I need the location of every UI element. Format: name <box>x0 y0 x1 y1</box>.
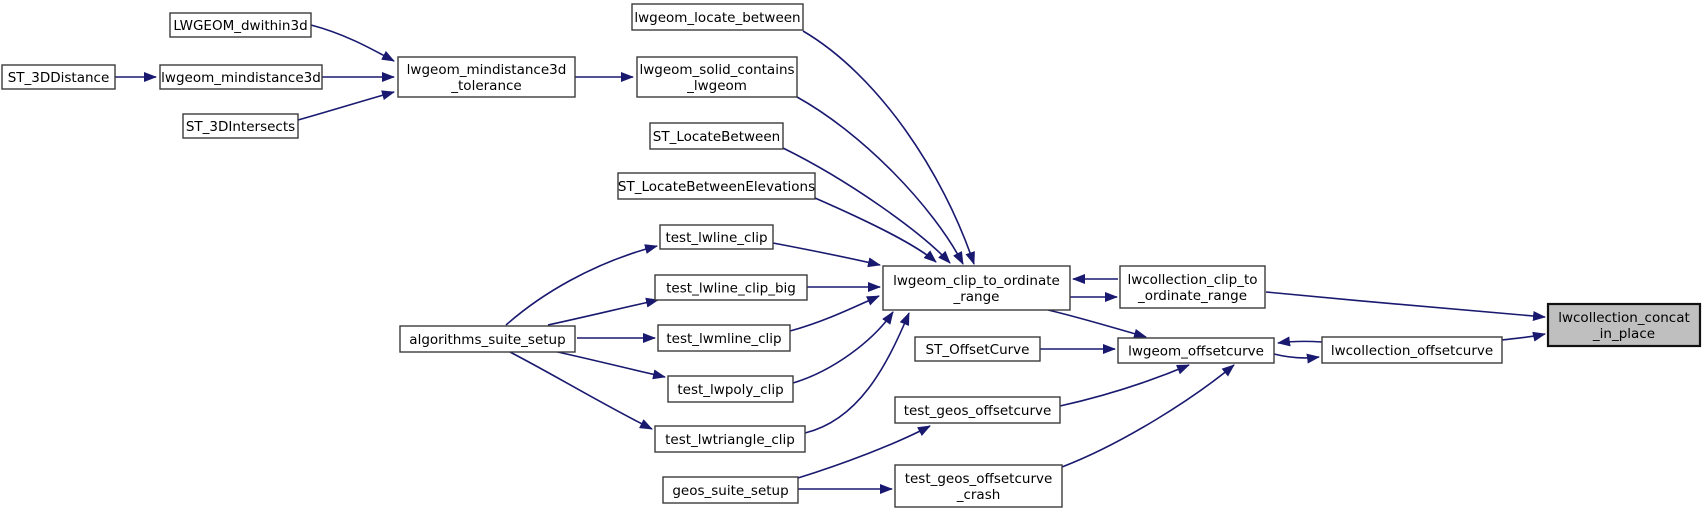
node-box-geos_suite_setup[interactable] <box>662 476 799 504</box>
edge-test_lwpoly_clip--lwgeom_clip_to_ordinate_range <box>792 311 894 384</box>
node-label-lwgeom_mindistance3d_tolerance: lwgeom_mindistance3d_tolerance <box>407 62 567 94</box>
node-label-test_geos_offsetcurve: test_geos_offsetcurve <box>904 403 1052 419</box>
edge-lwgeom_clip_to_ordinate_range--lwgeom_offsetcurve <box>1047 309 1147 339</box>
edge-lwgeom_solid_contains_lwgeom--lwgeom_clip_to_ordinate_range <box>796 96 964 265</box>
node-label-lwcollection_concat_in_place: lwcollection_concat_in_place <box>1558 310 1690 342</box>
edge-algorithms_suite_setup--test_lwline_clip_big <box>547 297 659 326</box>
node-label-ST_3DIntersects: ST_3DIntersects <box>186 119 295 135</box>
node-lwcollection_clip_to_ordinate_range[interactable]: lwcollection_clip_to_ordinate_range <box>1119 265 1266 309</box>
node-label-geos_suite_setup: geos_suite_setup <box>672 483 788 499</box>
node-lwgeom_mindistance3d[interactable]: lwgeom_mindistance3d <box>159 64 323 90</box>
node-ST_LocateBetweenElevations[interactable]: ST_LocateBetweenElevations <box>617 172 816 200</box>
node-LWGEOM_dwithin3d[interactable]: LWGEOM_dwithin3d <box>169 12 312 38</box>
node-box-ST_3DIntersects[interactable] <box>182 113 299 139</box>
edge-test_lwtriangle_clip--lwgeom_clip_to_ordinate_range <box>804 312 910 434</box>
node-geos_suite_setup[interactable]: geos_suite_setup <box>662 476 799 504</box>
node-lwgeom_solid_contains_lwgeom[interactable]: lwgeom_solid_contains_lwgeom <box>636 56 798 98</box>
node-box-test_lwtriangle_clip[interactable] <box>654 425 806 453</box>
node-test_geos_offsetcurve_crash[interactable]: test_geos_offsetcurve_crash <box>894 464 1063 508</box>
node-label-lwcollection_offsetcurve: lwcollection_offsetcurve <box>1331 343 1493 359</box>
node-label-ST_3DDistance: ST_3DDistance <box>8 70 110 86</box>
node-test_lwtriangle_clip[interactable]: test_lwtriangle_clip <box>654 425 806 453</box>
edge-lwgeom_locate_between--lwgeom_clip_to_ordinate_range <box>802 30 975 265</box>
edge-test_geos_offsetcurve--lwgeom_offsetcurve <box>1059 364 1190 407</box>
edge-algorithms_suite_setup--test_lwtriangle_clip <box>509 351 653 430</box>
edge-ST_3DIntersects--lwgeom_mindistance3d_tolerance <box>297 90 395 121</box>
node-lwgeom_offsetcurve[interactable]: lwgeom_offsetcurve <box>1117 337 1275 364</box>
node-box-lwgeom_solid_contains_lwgeom[interactable] <box>636 56 798 98</box>
node-box-test_lwline_clip_big[interactable] <box>654 274 808 301</box>
node-box-test_lwpoly_clip[interactable] <box>667 375 794 403</box>
edge-test_lwline_clip--lwgeom_clip_to_ordinate_range <box>772 242 881 268</box>
node-ST_3DDistance[interactable]: ST_3DDistance <box>1 64 116 90</box>
node-ST_LocateBetween[interactable]: ST_LocateBetween <box>649 122 784 150</box>
node-box-lwgeom_locate_between[interactable] <box>631 3 804 31</box>
edges-layer <box>115 24 1546 494</box>
node-test_lwmline_clip[interactable]: test_lwmline_clip <box>657 324 791 352</box>
node-box-algorithms_suite_setup[interactable] <box>399 325 576 353</box>
node-label-ST_OffsetCurve: ST_OffsetCurve <box>926 342 1030 358</box>
edge-lwcollection_offsetcurve--lwcollection_concat_in_place <box>1501 331 1546 342</box>
edge-lwcollection_offsetcurve--lwgeom_offsetcurve <box>1277 336 1323 347</box>
node-label-test_lwtriangle_clip: test_lwtriangle_clip <box>665 432 795 448</box>
node-box-test_geos_offsetcurve[interactable] <box>894 396 1061 424</box>
node-label-lwgeom_mindistance3d: lwgeom_mindistance3d <box>161 70 321 86</box>
node-box-lwgeom_mindistance3d[interactable] <box>159 64 323 90</box>
edge-geos_suite_setup--test_geos_offsetcurve <box>797 425 931 479</box>
node-label-lwcollection_clip_to_ordinate_range: lwcollection_clip_to_ordinate_range <box>1127 272 1257 304</box>
node-algorithms_suite_setup[interactable]: algorithms_suite_setup <box>399 325 576 353</box>
node-label-test_lwmline_clip: test_lwmline_clip <box>666 331 781 347</box>
node-lwgeom_mindistance3d_tolerance[interactable]: lwgeom_mindistance3d_tolerance <box>397 56 576 98</box>
edge-algorithms_suite_setup--test_lwline_clip <box>505 244 658 326</box>
node-label-test_lwpoly_clip: test_lwpoly_clip <box>677 382 783 398</box>
edge-lwgeom_offsetcurve--lwcollection_offsetcurve <box>1273 353 1320 364</box>
edge-algorithms_suite_setup--test_lwpoly_clip <box>552 350 666 380</box>
node-box-lwcollection_clip_to_ordinate_range[interactable] <box>1119 265 1266 309</box>
node-label-algorithms_suite_setup: algorithms_suite_setup <box>409 332 565 348</box>
node-label-lwgeom_solid_contains_lwgeom: lwgeom_solid_contains_lwgeom <box>639 62 794 94</box>
edge-ST_LocateBetween--lwgeom_clip_to_ordinate_range <box>782 147 951 264</box>
edge-LWGEOM_dwithin3d--lwgeom_mindistance3d_tolerance <box>310 24 395 62</box>
node-label-lwgeom_offsetcurve: lwgeom_offsetcurve <box>1128 344 1264 360</box>
node-label-lwgeom_locate_between: lwgeom_locate_between <box>634 10 800 26</box>
node-lwgeom_clip_to_ordinate_range[interactable]: lwgeom_clip_to_ordinate_range <box>882 265 1071 311</box>
node-ST_OffsetCurve[interactable]: ST_OffsetCurve <box>914 336 1041 362</box>
node-box-test_lwline_clip[interactable] <box>659 224 774 250</box>
node-label-LWGEOM_dwithin3d: LWGEOM_dwithin3d <box>173 18 307 34</box>
node-box-lwcollection_offsetcurve[interactable] <box>1321 336 1503 364</box>
node-test_lwpoly_clip[interactable]: test_lwpoly_clip <box>667 375 794 403</box>
node-label-test_lwline_clip_big: test_lwline_clip_big <box>666 281 796 297</box>
node-label-lwgeom_clip_to_ordinate_range: lwgeom_clip_to_ordinate_range <box>893 273 1060 305</box>
node-box-lwgeom_mindistance3d_tolerance[interactable] <box>397 56 576 98</box>
node-box-ST_OffsetCurve[interactable] <box>914 336 1041 362</box>
node-lwcollection_offsetcurve[interactable]: lwcollection_offsetcurve <box>1321 336 1503 364</box>
edge-lwcollection_clip_to_ordinate_range--lwcollection_concat_in_place <box>1265 291 1546 322</box>
node-box-test_lwmline_clip[interactable] <box>657 324 791 352</box>
edge-test_lwmline_clip--lwgeom_clip_to_ordinate_range <box>789 295 880 332</box>
node-test_lwline_clip[interactable]: test_lwline_clip <box>659 224 774 250</box>
node-lwcollection_concat_in_place[interactable]: lwcollection_concat_in_place <box>1546 302 1702 348</box>
node-box-ST_3DDistance[interactable] <box>1 64 116 90</box>
node-test_geos_offsetcurve[interactable]: test_geos_offsetcurve <box>894 396 1061 424</box>
edge-ST_LocateBetweenElevations--lwgeom_clip_to_ordinate_range <box>814 197 937 263</box>
node-lwgeom_locate_between[interactable]: lwgeom_locate_between <box>631 3 804 31</box>
node-label-test_lwline_clip: test_lwline_clip <box>665 230 767 246</box>
node-box-ST_LocateBetweenElevations[interactable] <box>617 172 816 200</box>
node-label-test_geos_offsetcurve_crash: test_geos_offsetcurve_crash <box>905 471 1053 503</box>
node-box-lwcollection_concat_in_place[interactable] <box>1546 302 1702 348</box>
node-box-ST_LocateBetween[interactable] <box>649 122 784 150</box>
edge-test_geos_offsetcurve_crash--lwgeom_offsetcurve <box>1061 364 1235 468</box>
node-box-LWGEOM_dwithin3d[interactable] <box>169 12 312 38</box>
node-label-ST_LocateBetweenElevations: ST_LocateBetweenElevations <box>618 179 815 195</box>
node-box-test_geos_offsetcurve_crash[interactable] <box>894 464 1063 508</box>
node-label-ST_LocateBetween: ST_LocateBetween <box>653 129 780 145</box>
node-box-lwgeom_offsetcurve[interactable] <box>1117 337 1275 364</box>
node-box-lwgeom_clip_to_ordinate_range[interactable] <box>882 265 1071 311</box>
node-ST_3DIntersects[interactable]: ST_3DIntersects <box>182 113 299 139</box>
node-test_lwline_clip_big[interactable]: test_lwline_clip_big <box>654 274 808 301</box>
